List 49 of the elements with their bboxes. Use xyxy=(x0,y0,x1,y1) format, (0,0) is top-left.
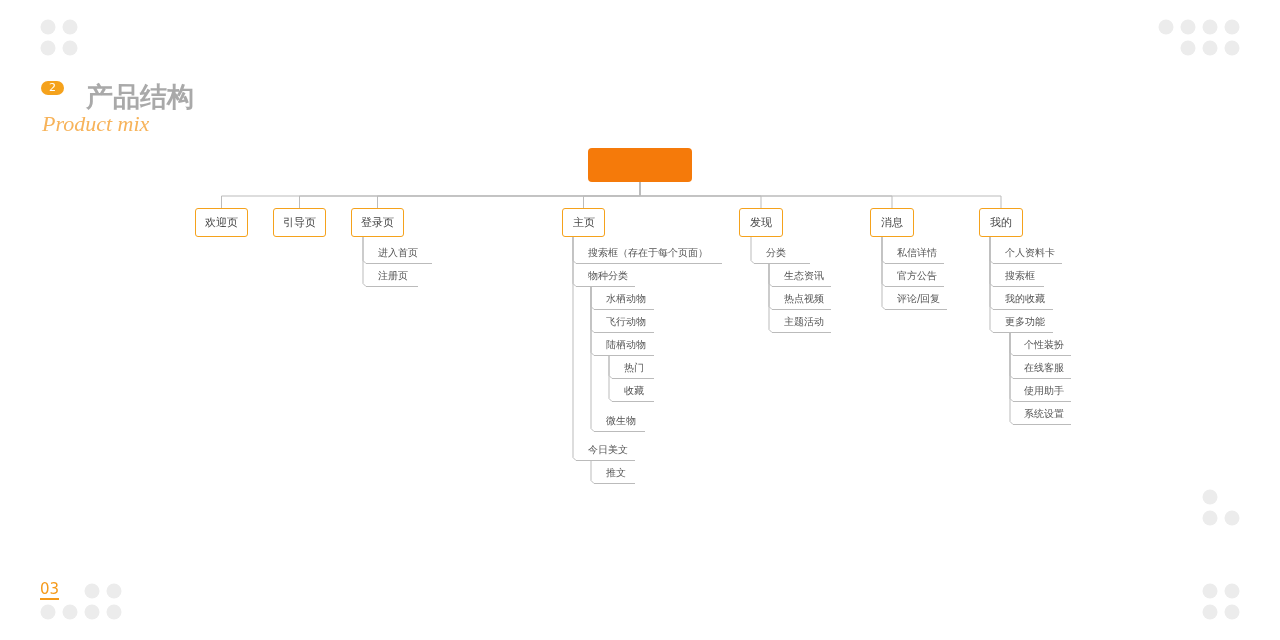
connector-line xyxy=(572,236,583,461)
topic-text: 注册页 xyxy=(378,269,408,283)
connector-line xyxy=(590,460,601,484)
topic-text: 个人资料卡 xyxy=(1005,246,1055,260)
topic-text: 陆栖动物 xyxy=(606,338,646,352)
topic-text: 评论/回复 xyxy=(897,292,941,306)
connector-line xyxy=(590,286,601,432)
page-box: 消息 xyxy=(870,208,914,237)
topic-text: 进入首页 xyxy=(378,246,418,260)
topic-text: 系统设置 xyxy=(1024,407,1064,421)
topic-text: 私信详情 xyxy=(897,246,937,260)
connector-line xyxy=(608,355,619,402)
section-title: 产品结构 xyxy=(86,80,194,114)
topic-text: 更多功能 xyxy=(1005,315,1045,329)
topic-text: 热门 xyxy=(624,361,644,375)
page-number: 03 xyxy=(40,581,60,600)
topic-text: 热点视频 xyxy=(784,292,824,306)
subtitle: Product mix xyxy=(42,111,150,137)
page-box: 引导页 xyxy=(273,208,326,237)
section-number-badge: 2 xyxy=(41,81,64,95)
topic-text: 生态资讯 xyxy=(784,269,824,283)
topic-text: 使用助手 xyxy=(1024,384,1064,398)
topic-text: 官方公告 xyxy=(897,269,937,283)
page-box: 登录页 xyxy=(351,208,404,237)
connector-line xyxy=(362,236,373,287)
topic-text: 物种分类 xyxy=(588,269,628,283)
topic-text: 搜索框 xyxy=(1005,269,1035,283)
connector-line xyxy=(881,236,892,310)
topic-text: 飞行动物 xyxy=(606,315,646,329)
connector-line xyxy=(750,236,761,264)
page-box: 主页 xyxy=(562,208,605,237)
topic-text: 推文 xyxy=(606,466,626,480)
connector-line xyxy=(1009,332,1019,425)
root-box xyxy=(588,148,692,182)
topic-text: 今日美文 xyxy=(588,443,628,457)
topic-text: 水栖动物 xyxy=(606,292,646,306)
connector-line xyxy=(768,263,779,333)
topic-text: 个性装扮 xyxy=(1024,338,1064,352)
topic-text: 收藏 xyxy=(624,384,644,398)
topic-text: 搜索框（存在于每个页面） xyxy=(588,246,708,260)
page-box: 我的 xyxy=(979,208,1023,237)
topic-text: 我的收藏 xyxy=(1005,292,1045,306)
topic-text: 主题活动 xyxy=(784,315,824,329)
page-box: 欢迎页 xyxy=(195,208,248,237)
topic-text: 分类 xyxy=(766,246,786,260)
topic-text: 在线客服 xyxy=(1024,361,1064,375)
topic-text: 微生物 xyxy=(606,414,636,428)
page-box: 发现 xyxy=(739,208,783,237)
connector-line xyxy=(989,236,1000,333)
